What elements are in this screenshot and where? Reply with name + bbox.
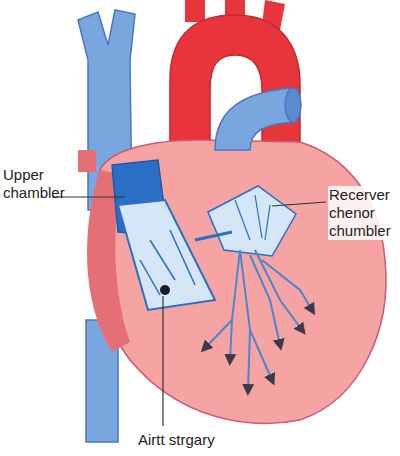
part-label: Recerver chenor chumbler — [328, 186, 398, 240]
part-label: Upper chambler — [3, 166, 63, 202]
part-label: Airtt strgary — [138, 431, 215, 449]
